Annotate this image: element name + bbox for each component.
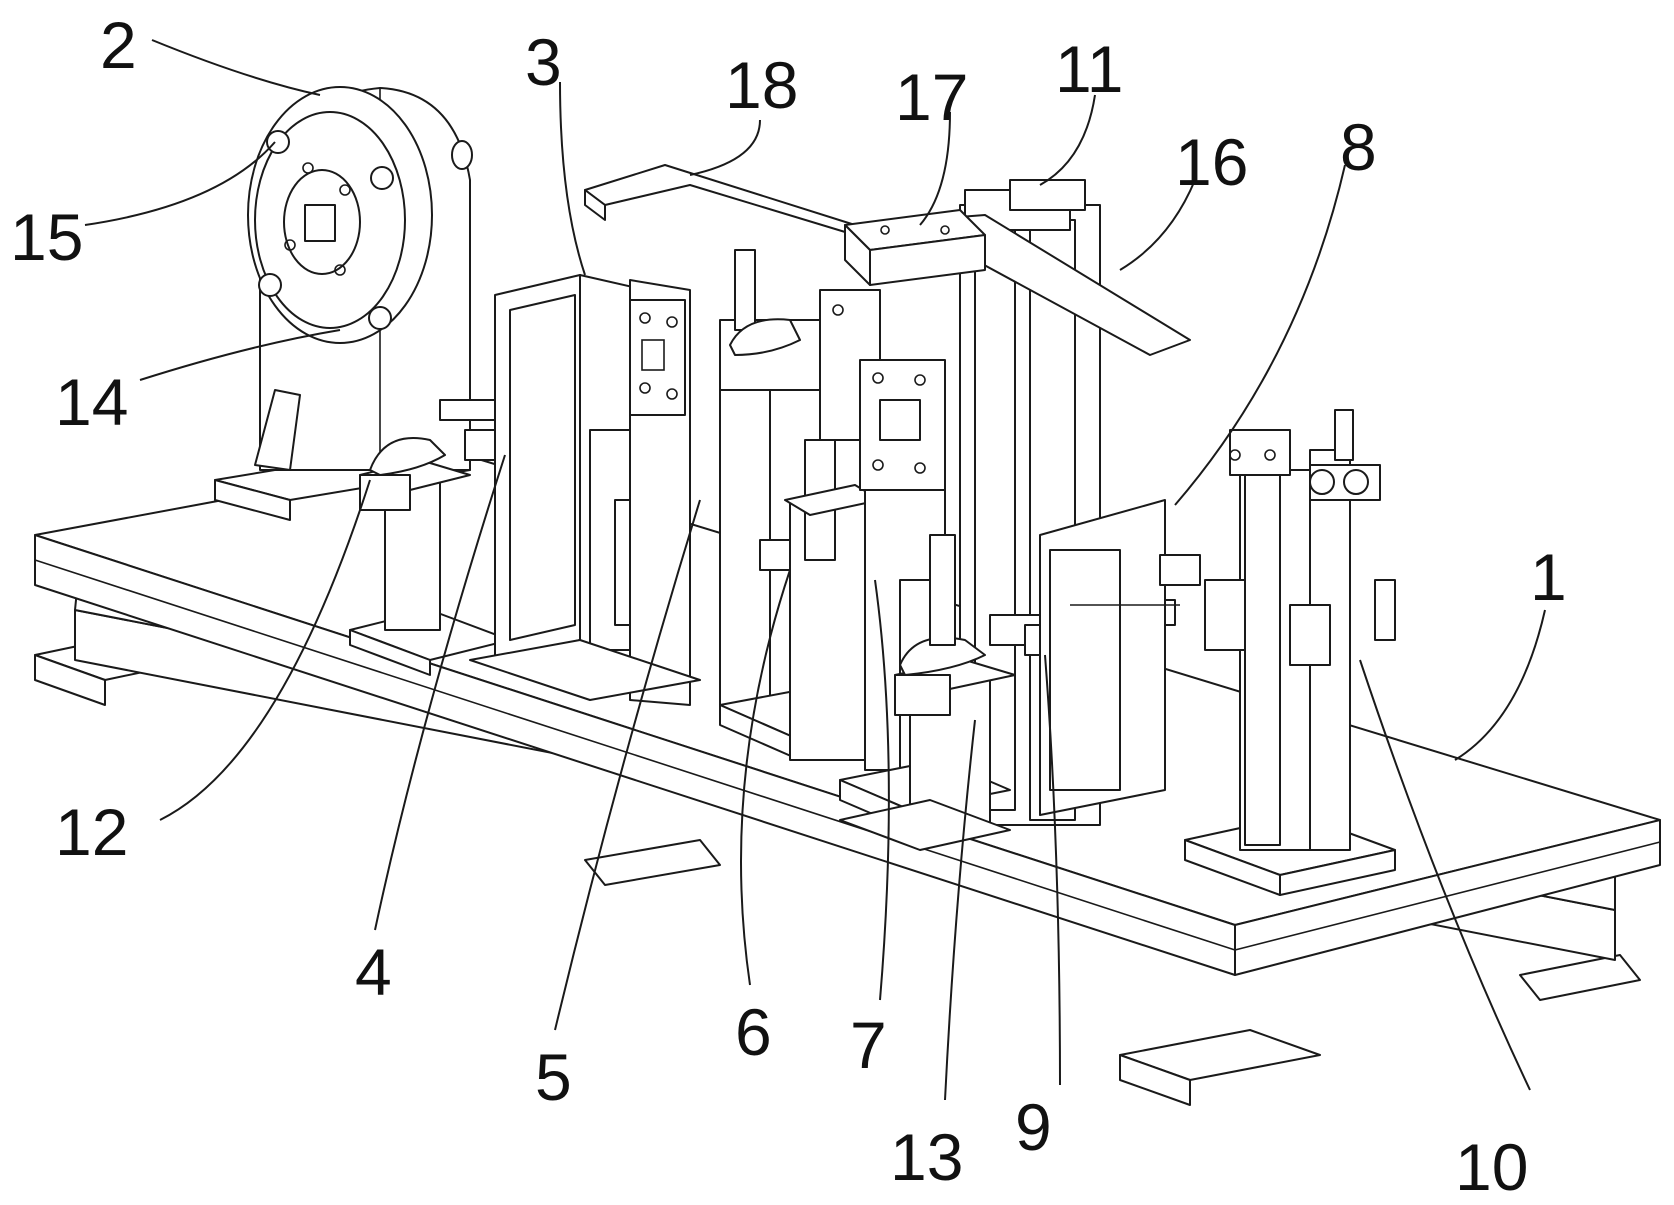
label-1: 1 (1530, 540, 1567, 614)
support-frame (469, 274, 701, 706)
label-10: 10 (1455, 1130, 1528, 1204)
label-6: 6 (735, 995, 772, 1069)
label-7: 7 (850, 1008, 887, 1082)
label-12: 12 (55, 795, 128, 869)
label-14: 14 (55, 365, 128, 439)
label-13: 13 (890, 1120, 963, 1194)
label-4: 4 (355, 935, 392, 1009)
label-15: 15 (10, 200, 83, 274)
top-arm (584, 164, 1191, 356)
label-16: 16 (1175, 125, 1248, 199)
label-2: 2 (100, 8, 137, 82)
callout-labels: 1 2 3 4 5 6 7 8 9 10 11 12 13 14 15 16 1… (10, 8, 1567, 1204)
label-8: 8 (1340, 110, 1377, 184)
label-5: 5 (535, 1040, 572, 1114)
label-11: 11 (1055, 32, 1124, 106)
label-3: 3 (525, 25, 562, 99)
right-clamp (839, 499, 1201, 851)
label-17: 17 (895, 60, 968, 134)
label-18: 18 (725, 48, 798, 122)
right-tower (1184, 409, 1396, 896)
middle-fixture (719, 249, 881, 761)
label-9: 9 (1015, 1090, 1052, 1164)
leader-lines (84, 39, 1546, 1101)
